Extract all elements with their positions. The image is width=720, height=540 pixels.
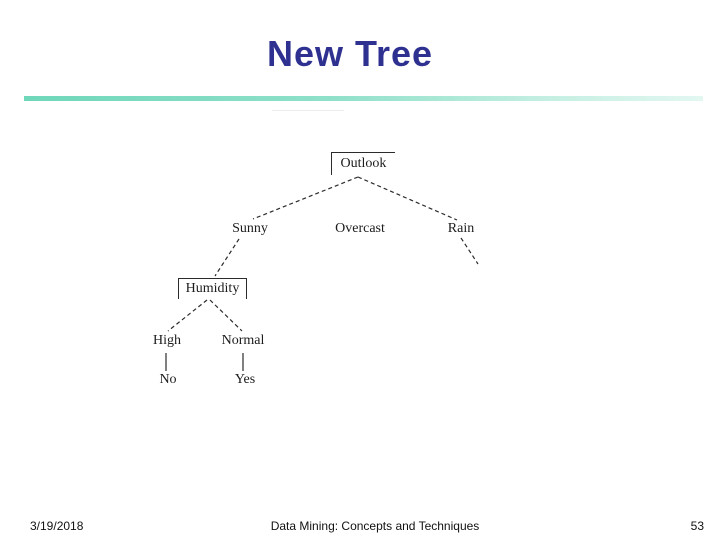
edge-humidity-high xyxy=(167,299,208,332)
tree-branch-overcast: Overcast xyxy=(335,221,385,236)
tree-node-outlook-label: Outlook xyxy=(340,156,387,171)
tree-branch-normal: Normal xyxy=(221,333,265,348)
tree-branch-high: High xyxy=(153,333,181,348)
tree-node-outlook: Outlook xyxy=(331,152,395,175)
tree-leaf-no: No xyxy=(159,372,177,387)
page-title: New Tree xyxy=(266,33,434,74)
tree-node-humidity: Humidity xyxy=(178,278,247,299)
edge-humidity-normal xyxy=(209,299,243,332)
edge-outlook-sunny xyxy=(252,176,359,220)
tree-leaf-yes: Yes xyxy=(234,372,256,387)
edge-sunny-humidity xyxy=(214,238,240,277)
title-divider-line xyxy=(24,96,703,101)
divider-scan-artifact xyxy=(272,110,344,111)
edge-outlook-rain xyxy=(357,176,458,221)
tree-branch-sunny: Sunny xyxy=(232,221,268,236)
tree-branch-rain: Rain xyxy=(447,221,475,236)
edge-rain-subtree xyxy=(460,237,479,265)
footer-title: Data Mining: Concepts and Techniques xyxy=(270,519,480,533)
footer-date: 3/19/2018 xyxy=(30,519,84,533)
tree-node-humidity-label: Humidity xyxy=(185,281,240,296)
footer-page-number: 53 xyxy=(690,519,704,533)
